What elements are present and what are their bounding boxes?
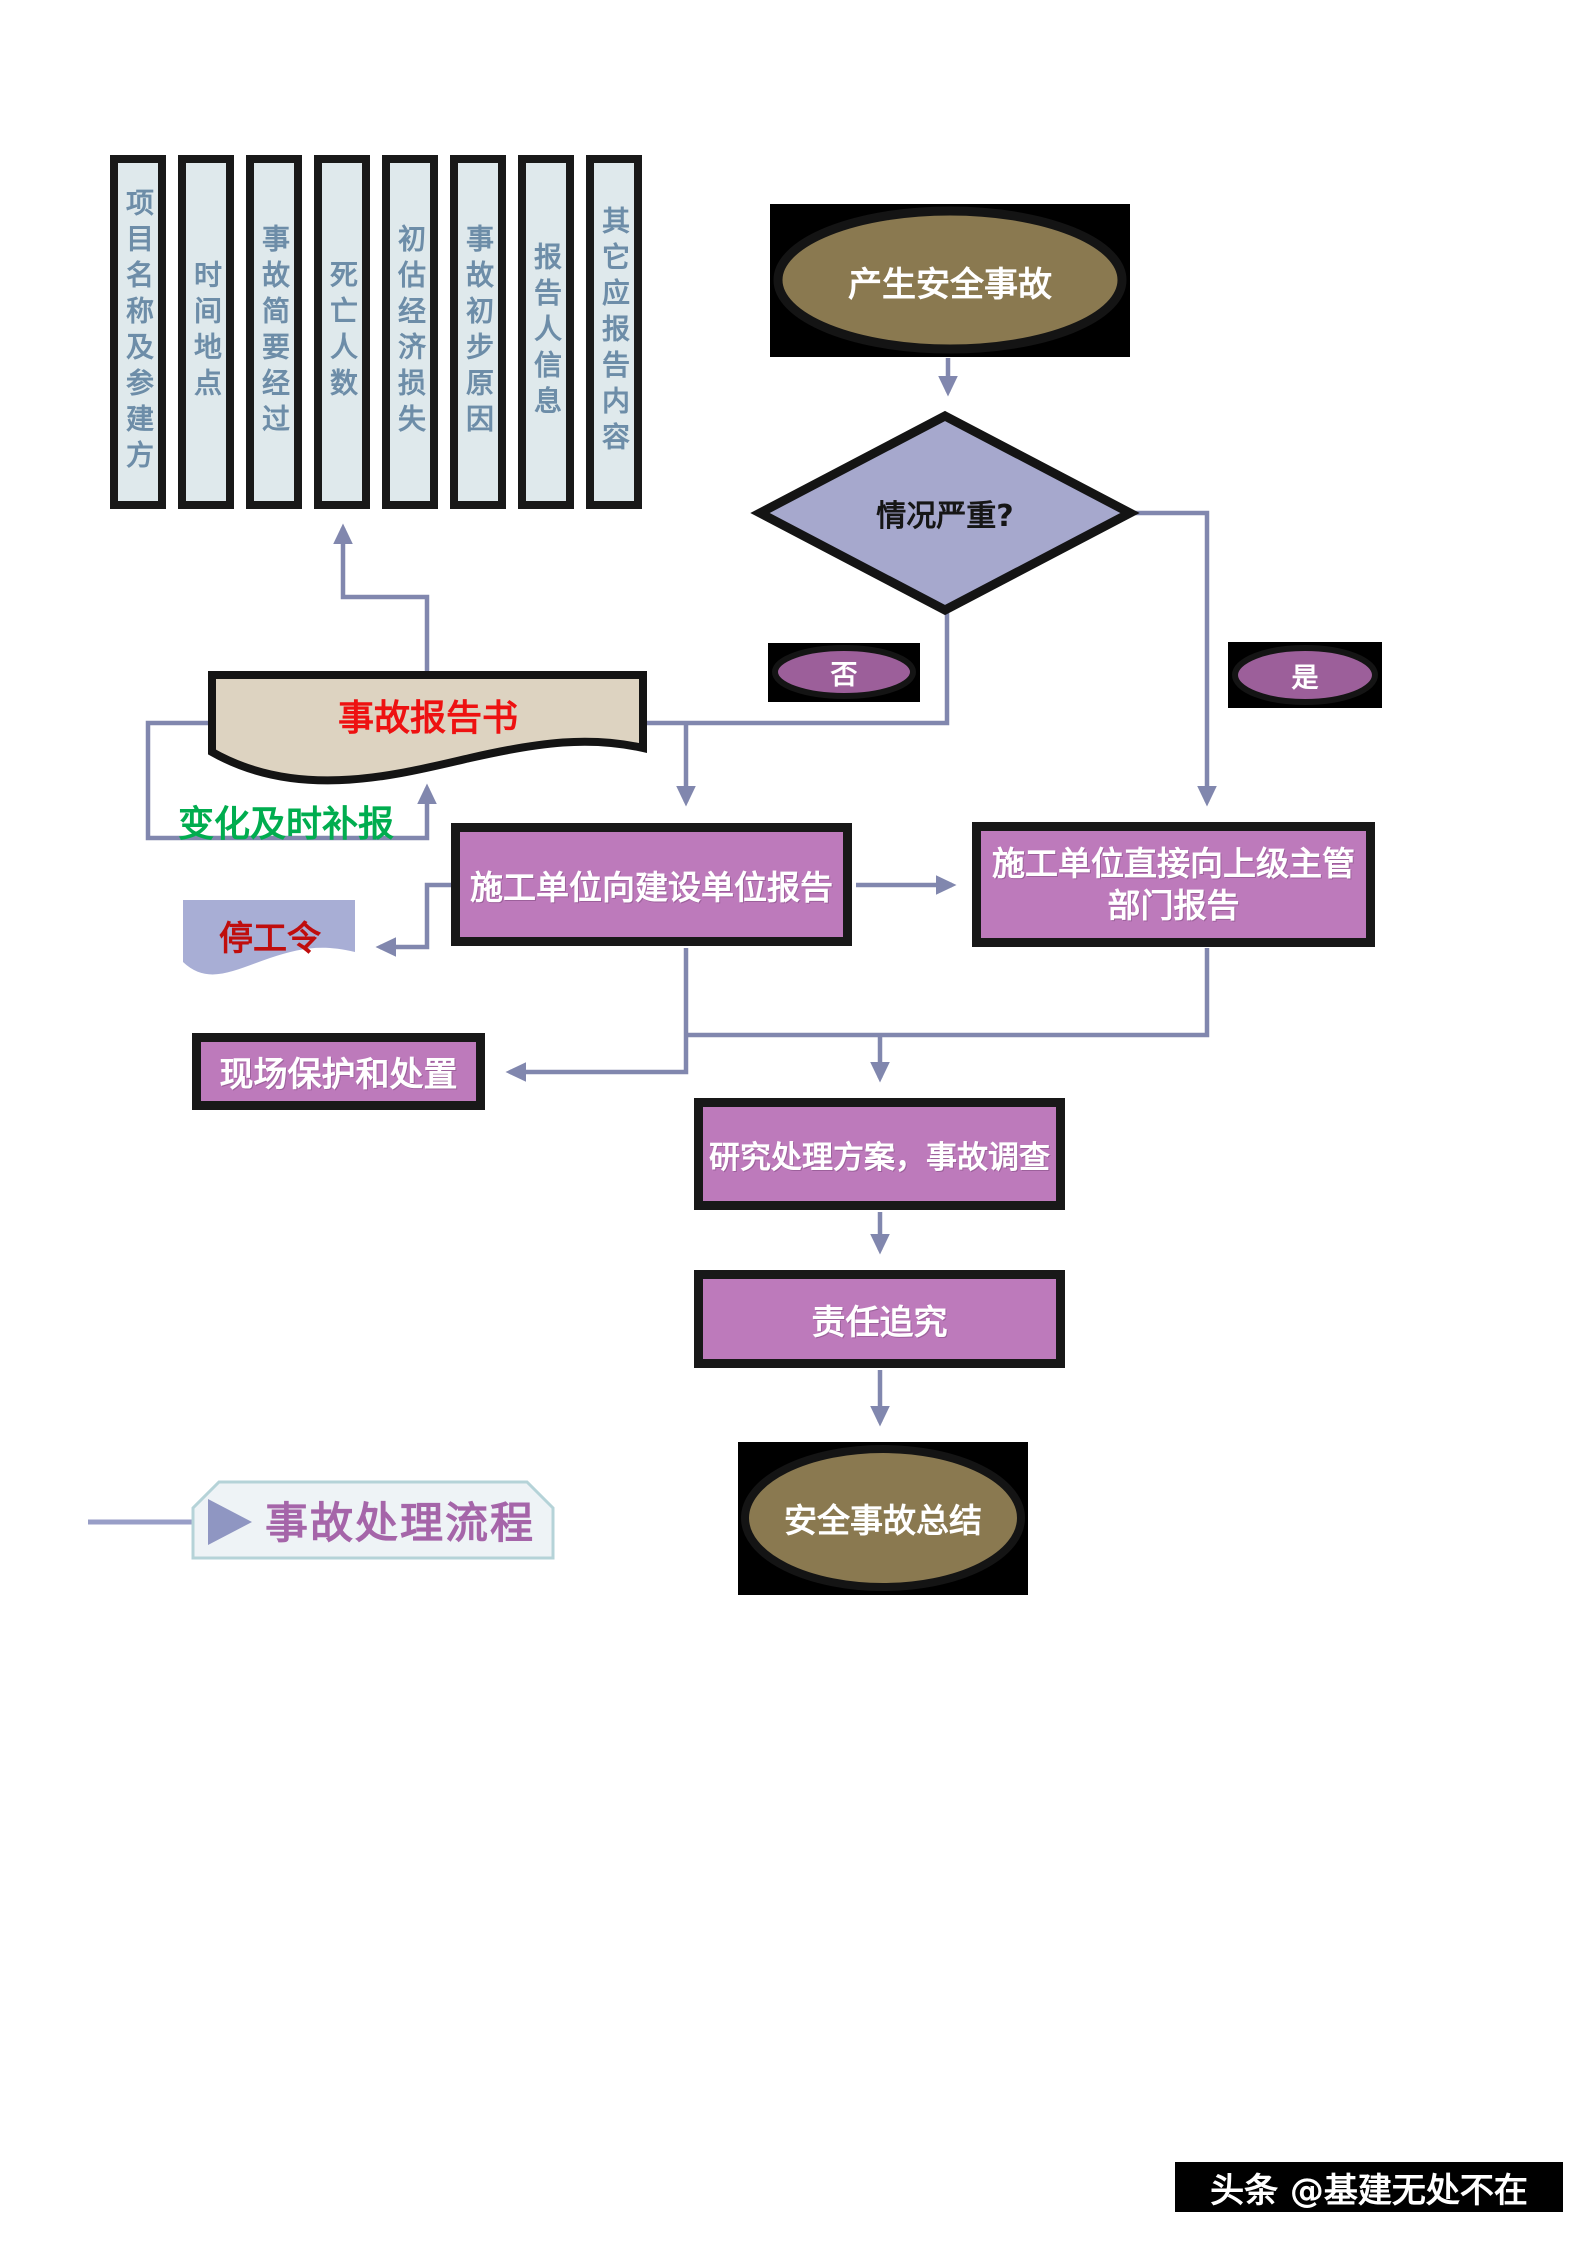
report-item-label: 报告人信息 [530, 242, 563, 422]
branch-yes-shape[interactable] [1228, 642, 1382, 708]
accident-report-document-shape[interactable] [208, 671, 647, 785]
report-item-project[interactable]: 项目名称及参建方 [110, 155, 166, 509]
edge-decision-yes-to-authority [1128, 510, 1217, 807]
report-item-deaths[interactable]: 死亡人数 [314, 155, 370, 509]
report-item-label: 事故初步原因 [462, 224, 495, 440]
edge-document-to-report-items [333, 523, 430, 673]
edge-to-site-protection [505, 948, 689, 1082]
process-site-protection[interactable]: 现场保护和处置 [192, 1033, 485, 1110]
report-item-brief[interactable]: 事故简要经过 [246, 155, 302, 509]
process-label: 责任追究 [811, 1302, 948, 1343]
report-item-label: 事故简要经过 [258, 224, 291, 440]
report-item-reporter-info[interactable]: 报告人信息 [518, 155, 574, 509]
process-label: 研究处理方案，事故调查 [709, 1139, 1050, 1176]
caption-banner-shape [88, 1480, 555, 1560]
process-plan-investigation[interactable]: 研究处理方案，事故调查 [694, 1098, 1065, 1210]
process-accountability[interactable]: 责任追究 [694, 1270, 1065, 1368]
report-item-label: 项目名称及参建方 [122, 188, 155, 476]
stop-order-document-shape[interactable] [183, 900, 355, 975]
flow-connectors [145, 358, 1217, 1427]
caption-arrow-icon [208, 1499, 252, 1545]
branch-no-shape[interactable] [768, 643, 920, 702]
summary-terminal-shape[interactable] [738, 1442, 1028, 1595]
process-report-to-owner[interactable]: 施工单位向建设单位报告 [451, 823, 852, 946]
report-item-label: 时间地点 [190, 260, 223, 404]
process-label: 现场保护和处置 [219, 1055, 458, 1095]
report-item-label: 死亡人数 [326, 260, 359, 404]
process-label: 施工单位向建设单位报告 [470, 867, 833, 907]
edge-supplement-loop [145, 720, 437, 841]
report-item-label: 其它应报告内容 [598, 206, 631, 458]
process-label-line2: 部门报告 [1107, 885, 1240, 925]
decision-diamond-shape[interactable] [750, 410, 1140, 616]
watermark-badge: 头条 @基建无处不在 [1175, 2162, 1563, 2212]
edge-to-stop-order [375, 882, 451, 957]
report-item-economic-loss[interactable]: 初估经济损失 [382, 155, 438, 509]
edge-authority-down [686, 948, 1210, 1038]
report-item-initial-cause[interactable]: 事故初步原因 [450, 155, 506, 509]
watermark-text: 头条 @基建无处不在 [1210, 2170, 1528, 2211]
report-item-time-place[interactable]: 时间地点 [178, 155, 234, 509]
report-item-label: 初估经济损失 [394, 224, 427, 440]
start-terminal-shape[interactable] [770, 204, 1130, 357]
process-label-line1: 施工单位直接向上级主管 [992, 844, 1355, 884]
process-report-to-authority[interactable]: 施工单位直接向上级主管 部门报告 [972, 822, 1375, 947]
edge-decision-no-to-document [647, 612, 950, 726]
report-item-other[interactable]: 其它应报告内容 [586, 155, 642, 509]
